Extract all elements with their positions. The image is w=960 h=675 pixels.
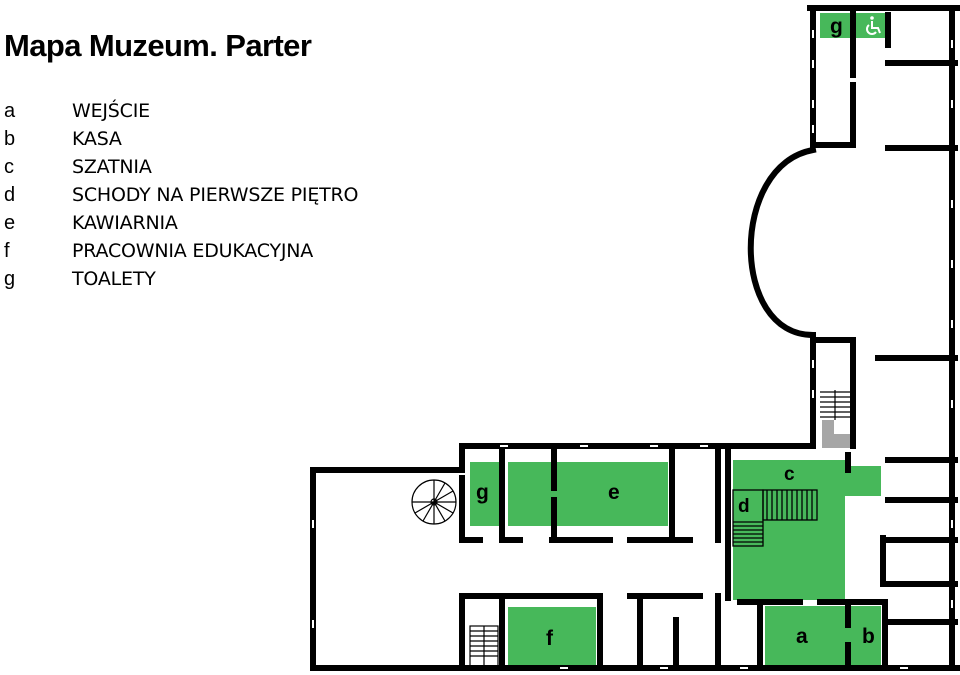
- legend-letter: d: [4, 184, 16, 206]
- legend-item-f: f PRACOWNIA EDUKACYJNA: [4, 237, 358, 265]
- room-a[interactable]: [765, 606, 845, 669]
- legend-label: KASA: [72, 128, 122, 150]
- legend-letter: a: [4, 100, 16, 122]
- legend-item-g: g TOALETY: [4, 265, 358, 293]
- legend-item-e: e KAWIARNIA: [4, 209, 358, 237]
- lift: [822, 420, 850, 448]
- wing-staircase: [820, 390, 850, 420]
- window-marks: [312, 30, 953, 669]
- legend-label: TOALETY: [72, 268, 156, 290]
- legend-item-c: c SZATNIA: [4, 153, 358, 181]
- room-g-left[interactable]: [470, 462, 500, 526]
- small-staircase: [469, 625, 499, 667]
- legend-label: PRACOWNIA EDUKACYJNA: [72, 240, 314, 262]
- legend-label: WEJŚCIE: [72, 100, 150, 122]
- legend-letter: c: [4, 156, 14, 178]
- room-label-f: f: [546, 627, 554, 650]
- room-label-g-left: g: [476, 481, 489, 504]
- legend-letter: e: [4, 212, 16, 234]
- room-label-a: a: [796, 625, 808, 648]
- room-label-c: c: [784, 464, 795, 485]
- legend-label: KAWIARNIA: [72, 212, 178, 234]
- legend-letter: f: [4, 240, 10, 262]
- room-f[interactable]: [508, 607, 596, 669]
- walls: [310, 5, 960, 671]
- legend-item-d: d SCHODY NA PIERWSZE PIĘTRO: [4, 181, 358, 209]
- legend-label: SZATNIA: [72, 156, 152, 178]
- map-title: Mapa Muzeum. Parter: [4, 28, 312, 63]
- legend-label: SCHODY NA PIERWSZE PIĘTRO: [72, 184, 359, 206]
- wheelchair-icon: [866, 16, 881, 35]
- main-staircase: [732, 489, 818, 547]
- room-label-g-top: g: [830, 15, 843, 38]
- room-label-e: e: [608, 481, 620, 504]
- room-label-b: b: [862, 625, 875, 648]
- legend: a WEJŚCIE b KASA c SZATNIA d SCHODY NA PIERW…: [4, 97, 358, 293]
- spiral-staircase: [411, 479, 457, 525]
- room-label-d: d: [738, 496, 750, 517]
- legend-letter: g: [4, 268, 16, 290]
- legend-letter: b: [4, 128, 16, 150]
- room-e[interactable]: [508, 462, 668, 526]
- legend-item-a: a WEJŚCIE: [4, 97, 358, 125]
- legend-item-b: b KASA: [4, 125, 358, 153]
